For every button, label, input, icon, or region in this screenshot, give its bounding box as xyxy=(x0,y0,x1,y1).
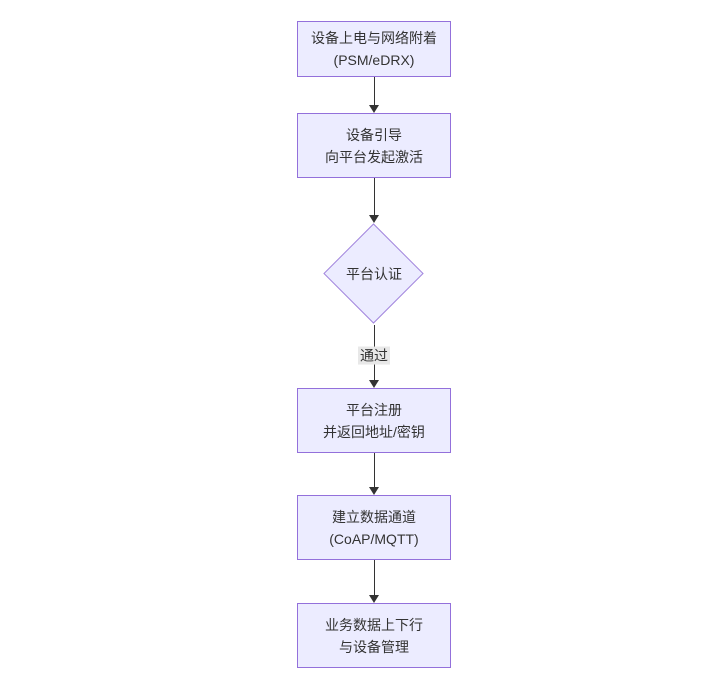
flowchart-column: 设备上电与网络附着 (PSM/eDRX) 设备引导 向平台发起激活 平台认证 通… xyxy=(297,21,451,668)
arrow-a-to-b xyxy=(297,77,451,113)
flowchart-node-business-data: 业务数据上下行 与设备管理 xyxy=(297,603,451,668)
arrow-line xyxy=(373,560,375,596)
arrowhead-down-icon xyxy=(369,380,379,388)
arrowhead-down-icon xyxy=(369,105,379,113)
node-text-line: (CoAP/MQTT) xyxy=(329,530,419,547)
edge-label-pass: 通过 xyxy=(358,346,390,365)
flowchart-node-device-bootstrap: 设备引导 向平台发起激活 xyxy=(297,113,451,178)
arrowhead-down-icon xyxy=(369,215,379,223)
arrow-d-to-e xyxy=(297,453,451,495)
node-text-line: (PSM/eDRX) xyxy=(333,52,415,68)
arrow-line xyxy=(373,453,375,488)
flowchart-node-platform-auth: 平台认证 xyxy=(323,223,425,325)
node-text-line: 与设备管理 xyxy=(339,638,409,655)
node-text-line: 并返回地址/密钥 xyxy=(323,423,425,440)
node-text-line: 向平台发起激活 xyxy=(325,148,423,165)
node-text-line: 建立数据通道 xyxy=(332,508,416,525)
node-text-line: 设备上电与网络附着 xyxy=(311,30,437,46)
node-text-line: 平台认证 xyxy=(346,266,402,282)
arrowhead-down-icon xyxy=(369,487,379,495)
flowchart-node-data-channel: 建立数据通道 (CoAP/MQTT) xyxy=(297,495,451,560)
arrowhead-down-icon xyxy=(369,595,379,603)
arrow-line xyxy=(373,178,375,216)
arrow-c-to-d: 通过 xyxy=(297,325,451,388)
flowchart-node-device-power-on: 设备上电与网络附着 (PSM/eDRX) xyxy=(297,21,451,77)
arrow-line xyxy=(373,77,375,106)
node-text-line: 业务数据上下行 xyxy=(325,616,423,633)
arrow-e-to-f xyxy=(297,560,451,603)
node-text-line: 设备引导 xyxy=(346,126,402,143)
node-text-line: 平台注册 xyxy=(346,401,402,418)
arrow-b-to-c xyxy=(297,178,451,223)
flowchart-node-platform-register: 平台注册 并返回地址/密钥 xyxy=(297,388,451,453)
